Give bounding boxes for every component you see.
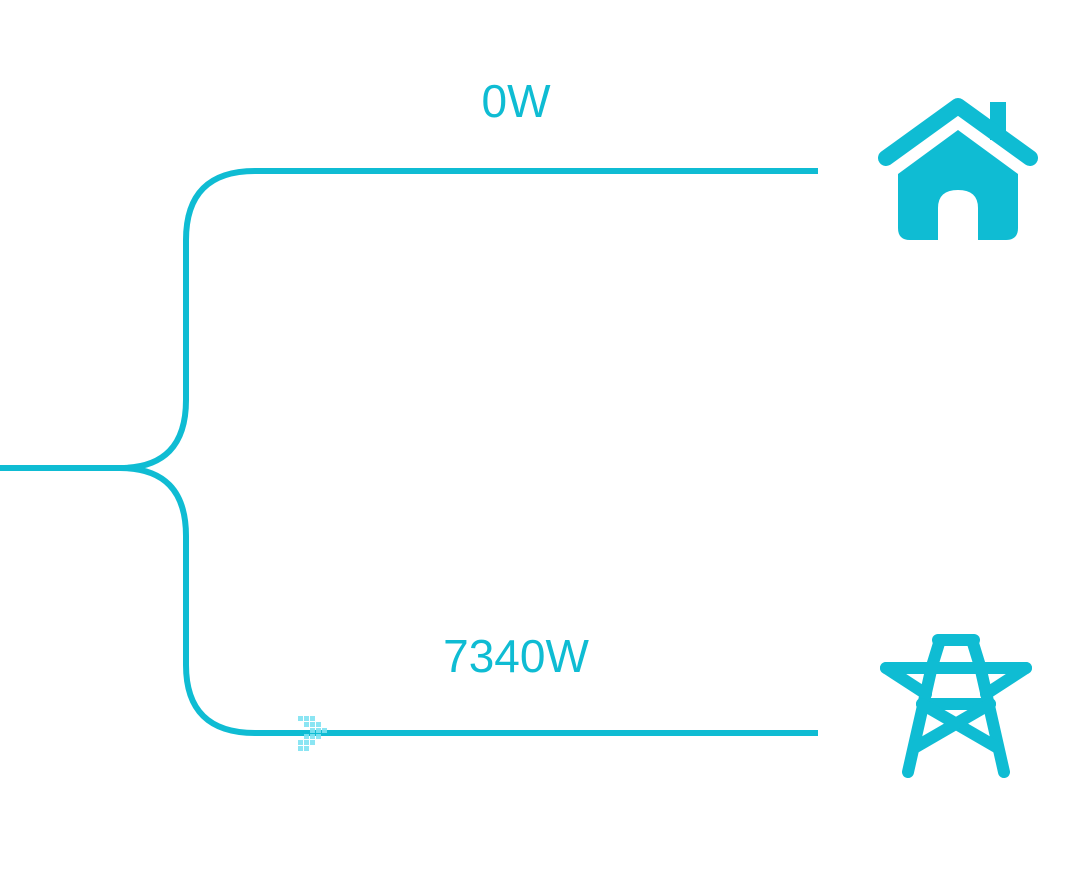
flow-particle [298, 716, 327, 751]
grid-power-value: 7340W [443, 630, 589, 682]
home-icon[interactable] [872, 96, 1044, 246]
home-power-value: 0W [481, 75, 551, 127]
grid-flow-line [119, 465, 818, 736]
home-flow-line [0, 168, 818, 471]
transmission-tower-icon[interactable] [878, 632, 1034, 782]
